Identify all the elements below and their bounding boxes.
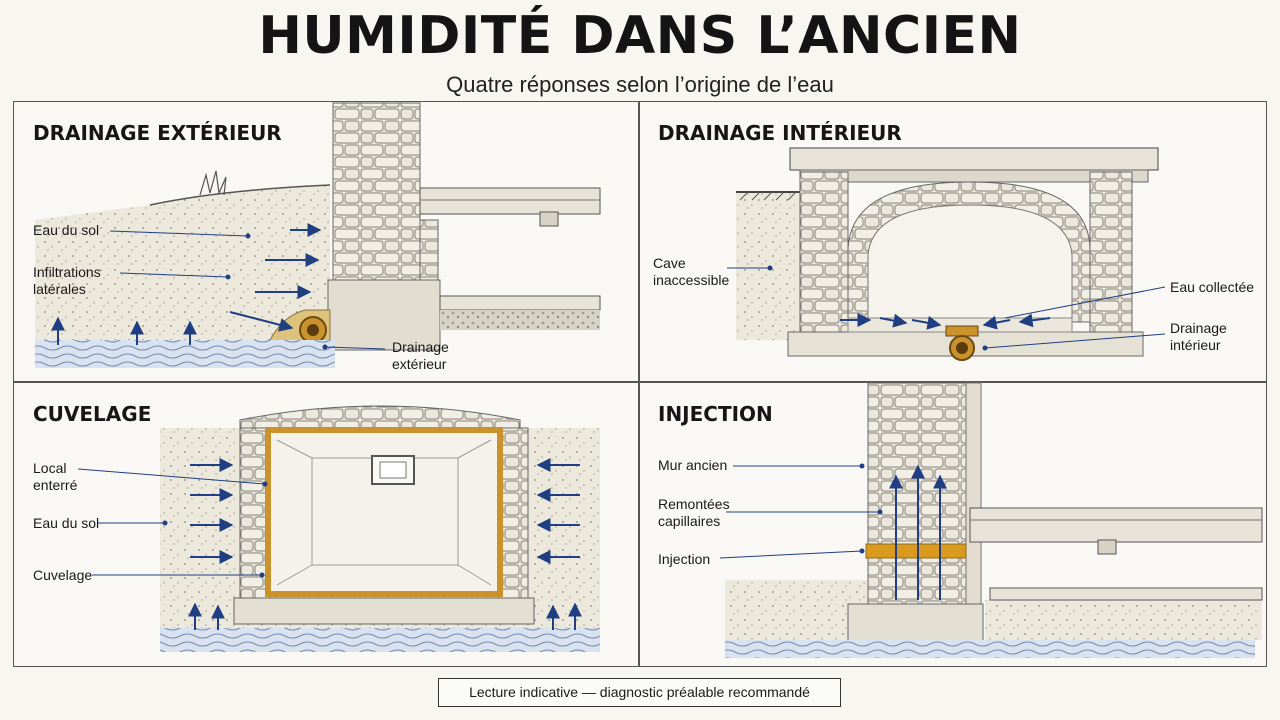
panel-title-drainage-exterieur: DRAINAGE EXTÉRIEUR — [33, 121, 282, 145]
label-eau-collectee: Eau collectée — [1170, 279, 1255, 295]
label-local-enterre: Local enterré — [33, 460, 78, 493]
label-remontees-capillaires: Remontées capillaires — [658, 496, 730, 529]
panel-title-injection: INJECTION — [658, 402, 773, 426]
page-subtitle: Quatre réponses selon l’origine de l’eau — [446, 72, 834, 97]
label-cave-inaccessible: Cave inaccessible — [653, 255, 730, 288]
label-drainage-exterieur: Drainage extérieur — [392, 339, 449, 372]
label-infiltrations-laterales: Infiltrations latérales — [33, 264, 101, 297]
vertical-divider — [638, 101, 640, 667]
label-injection: Injection — [658, 551, 711, 567]
label-eau-du-sol: Eau du sol — [33, 222, 100, 238]
panel-title-drainage-interieur: DRAINAGE INTÉRIEUR — [658, 121, 902, 145]
horizontal-divider — [13, 381, 1267, 383]
label-mur-ancien: Mur ancien — [658, 457, 728, 473]
panel-title-cuvelage: CUVELAGE — [33, 402, 152, 426]
label-eau-du-sol-cuvelage: Eau du sol — [33, 515, 100, 531]
label-drainage-interieur: Drainage intérieur — [1170, 320, 1227, 353]
panel-injection-illustration — [719, 382, 1263, 658]
panel-drainage-interieur-illustration — [727, 147, 1166, 361]
page-title: HUMIDITÉ DANS L’ANCIEN — [258, 6, 1022, 66]
footer-note: Lecture indicative — diagnostic préalabl… — [438, 678, 841, 707]
panel-cuvelage-illustration — [77, 405, 600, 652]
label-cuvelage: Cuvelage — [33, 567, 93, 583]
panel-drainage-exterieur-illustration — [35, 102, 601, 368]
